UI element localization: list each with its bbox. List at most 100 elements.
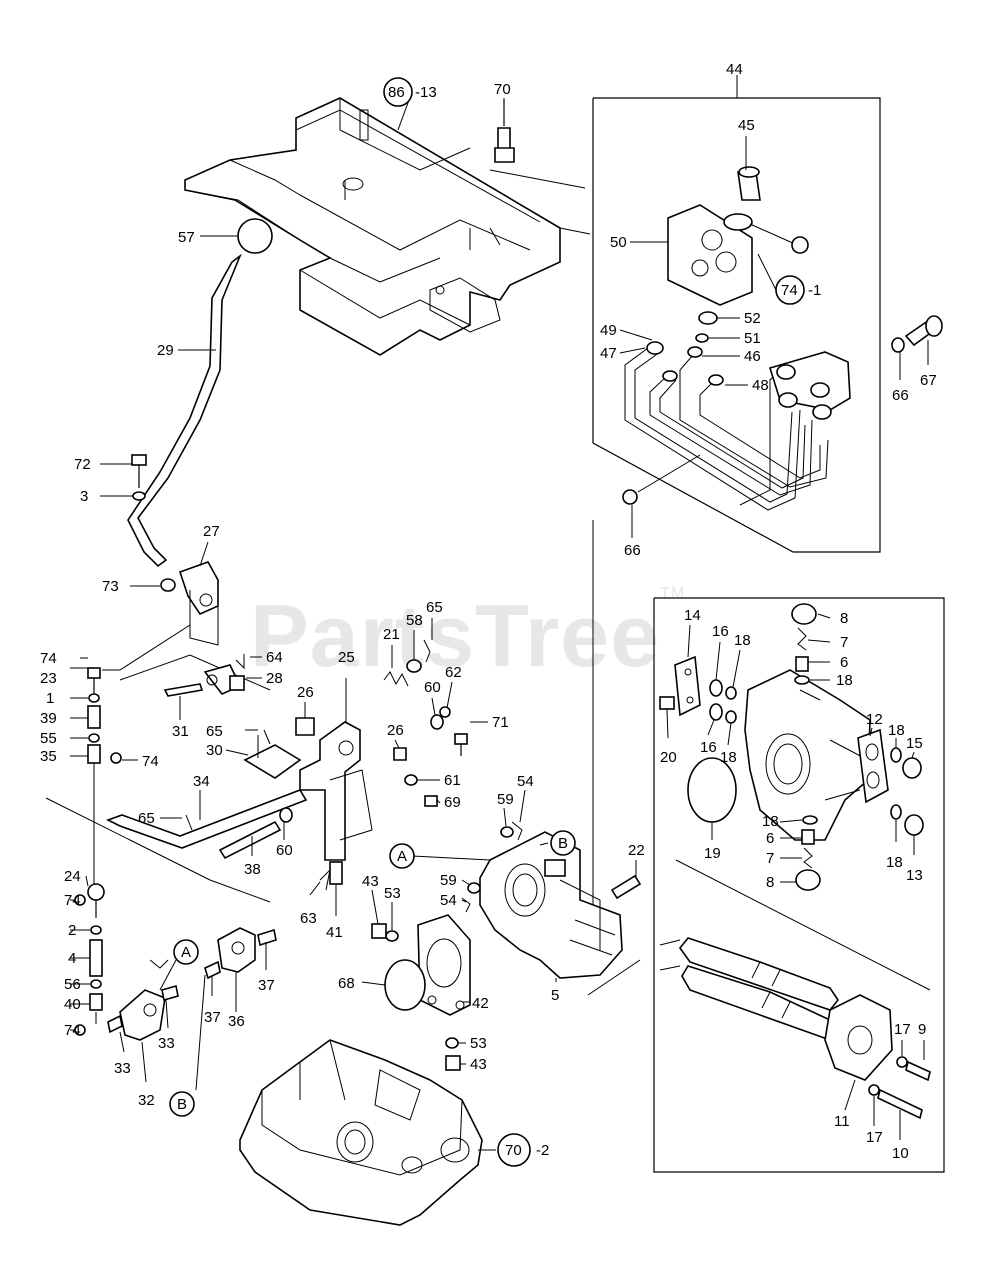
label-8b: 8 xyxy=(766,874,774,891)
oring-18b xyxy=(794,675,810,685)
label-17a: 17 xyxy=(894,1021,911,1038)
partstree-watermark: PartsTreeTM xyxy=(250,585,685,687)
label-54b: 54 xyxy=(440,892,457,909)
label-53b: 53 xyxy=(470,1035,487,1052)
nut-2 xyxy=(90,925,102,935)
label-57: 57 xyxy=(178,229,195,246)
label-51: 51 xyxy=(744,330,761,347)
label-44: 44 xyxy=(726,61,743,78)
washer-17 xyxy=(896,1056,908,1068)
label-65a: 65 xyxy=(426,599,443,616)
label-7a: 7 xyxy=(840,634,848,651)
oring-18e xyxy=(802,815,818,825)
label-10: 10 xyxy=(892,1145,909,1162)
label-3: 3 xyxy=(80,488,88,505)
rod-34 xyxy=(105,789,308,849)
oring-18d xyxy=(890,747,902,763)
arm-32 xyxy=(107,984,179,1041)
poppet-6b xyxy=(801,829,815,845)
watermark-text: PartsTree xyxy=(250,586,661,685)
end-cap-11 xyxy=(824,994,893,1081)
label-58: 58 xyxy=(406,612,423,629)
label-45: 45 xyxy=(738,117,755,134)
seal-15 xyxy=(902,757,922,779)
leader-lines xyxy=(70,75,929,1151)
label-67: 67 xyxy=(920,372,937,389)
bolt-20 xyxy=(659,696,675,710)
label-8a: 8 xyxy=(840,610,848,627)
label-37a: 37 xyxy=(204,1009,221,1026)
label-53a: 53 xyxy=(384,885,401,902)
poppet-6 xyxy=(795,656,809,672)
circled-callouts xyxy=(169,77,805,1167)
pin-38 xyxy=(218,820,282,860)
oring-19 xyxy=(687,757,737,823)
spring-7 xyxy=(797,627,807,651)
label-31: 31 xyxy=(172,723,189,740)
spacer-4 xyxy=(89,939,103,977)
nut-73 xyxy=(160,578,176,592)
pin-64 xyxy=(235,654,245,670)
label-74-1: 74 xyxy=(781,282,798,299)
control-valve-detail-box xyxy=(653,597,945,1173)
oring-18 xyxy=(725,686,737,700)
label-20: 20 xyxy=(660,749,677,766)
label-70: 70 xyxy=(494,81,511,98)
bushing-26b xyxy=(393,747,407,761)
label-74c: 74 xyxy=(142,753,159,770)
label-63: 63 xyxy=(300,910,317,927)
label-70b-suffix: -2 xyxy=(536,1142,549,1159)
bracket-25 xyxy=(299,721,373,861)
label-26a: 26 xyxy=(297,684,314,701)
fitting-45 xyxy=(737,166,761,201)
oring-18f xyxy=(890,804,902,820)
label-86: 86 xyxy=(388,84,405,101)
label-60b: 60 xyxy=(276,842,293,859)
label-43a: 43 xyxy=(362,873,379,890)
label-7b: 7 xyxy=(766,850,774,867)
cover-12 xyxy=(857,728,889,804)
label-74e: 74 xyxy=(64,1022,81,1039)
label-74-1-suffix: -1 xyxy=(808,282,821,299)
washer-60 xyxy=(430,714,444,730)
label-65b: 65 xyxy=(206,723,223,740)
oring-51 xyxy=(695,333,709,343)
lever-bracket-27 xyxy=(178,561,219,646)
plug-43b xyxy=(445,1055,461,1071)
label-33b: 33 xyxy=(158,1035,175,1052)
pin-33 xyxy=(149,959,169,969)
label-2: 2 xyxy=(68,922,76,939)
clip-63 xyxy=(319,868,331,891)
washer-55 xyxy=(88,733,100,743)
label-41: 41 xyxy=(326,924,343,941)
label-11: 11 xyxy=(834,1113,850,1130)
oring-18c xyxy=(725,710,737,724)
label-56: 56 xyxy=(64,976,81,993)
lever-29 xyxy=(127,253,242,568)
label-4: 4 xyxy=(68,950,76,967)
arm-36 xyxy=(204,927,277,980)
label-66a: 66 xyxy=(892,387,909,404)
seal-16 xyxy=(709,679,723,697)
label-50: 50 xyxy=(610,234,627,251)
spacer-39 xyxy=(87,705,101,729)
label-34: 34 xyxy=(193,773,210,790)
washer-60b xyxy=(279,807,293,823)
label-52: 52 xyxy=(744,310,761,327)
spools xyxy=(587,859,931,1041)
pin-54 xyxy=(511,821,523,841)
plug-8b xyxy=(795,869,821,891)
oring-52 xyxy=(698,311,718,325)
label-74b: 74 xyxy=(40,650,57,667)
label-A1: A xyxy=(397,848,407,865)
pin-31 xyxy=(163,683,204,697)
label-16a: 16 xyxy=(712,623,729,640)
label-18c: 18 xyxy=(720,749,737,766)
label-6a: 6 xyxy=(840,654,848,671)
label-30: 30 xyxy=(206,742,223,759)
label-55: 55 xyxy=(40,730,57,747)
label-B2: B xyxy=(177,1096,187,1113)
label-37b: 37 xyxy=(258,977,275,994)
label-54a: 54 xyxy=(517,773,534,790)
valve-detail-box xyxy=(592,97,881,553)
